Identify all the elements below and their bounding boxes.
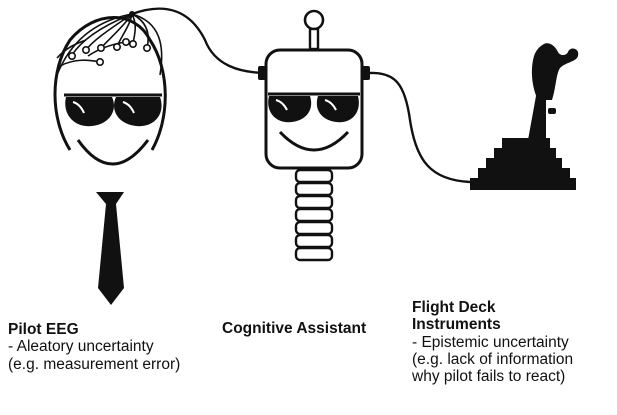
robot-ear-left (258, 66, 266, 80)
pilot-label: Pilot EEG - Aleatory uncertainty (e.g. m… (8, 321, 180, 373)
pilot-line-1: - Aleatory uncertainty (8, 338, 154, 356)
robot-antenna-stem (308, 27, 320, 51)
cable-assistant-to-joystick (369, 71, 471, 184)
assistant-title: Cognitive Assistant (222, 320, 367, 337)
robot-antenna-ball (303, 9, 325, 31)
robot-head (264, 48, 364, 170)
pilot-title: Pilot EEG (8, 321, 79, 338)
robot-figure (258, 9, 370, 262)
instruments-title-1: Flight Deck (412, 299, 496, 316)
robot-smile (278, 130, 350, 152)
eeg-electrodes (68, 37, 152, 66)
pilot-head-outline (53, 16, 167, 151)
robot-ear-right (362, 66, 370, 80)
cable-pilot-to-assistant (131, 7, 264, 75)
pilot-sunglasses (64, 93, 162, 127)
instruments-line-3: why pilot fails to react) (412, 368, 566, 386)
robot-neck-segments (294, 168, 334, 262)
instruments-title-2: Instruments (412, 316, 501, 334)
robot-sunglasses (268, 92, 360, 123)
instruments-line-2: (e.g. lack of information (412, 351, 574, 369)
joystick-figure (470, 43, 579, 190)
pilot-figure (53, 11, 167, 305)
instruments-label: Flight Deck Instruments - Epistemic unce… (412, 299, 573, 386)
pilot-tie (96, 192, 124, 305)
pilot-line-2: (e.g. measurement error) (8, 355, 181, 373)
instruments-line-1: - Epistemic uncertainty (412, 333, 569, 351)
assistant-label: Cognitive Assistant (222, 320, 366, 337)
pilot-smile (76, 139, 150, 166)
